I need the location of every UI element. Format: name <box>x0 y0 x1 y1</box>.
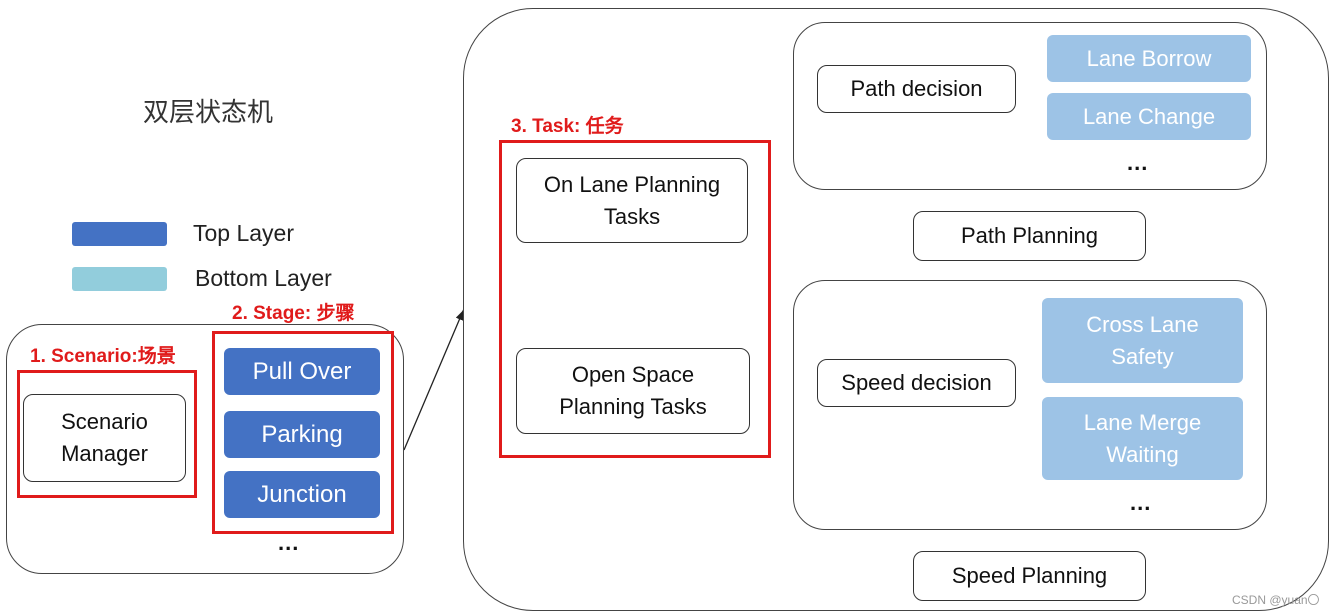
lane-change-node: Lane Change <box>1047 93 1251 140</box>
annotation-stage: 2. Stage: 步骤 <box>232 303 355 324</box>
stage-junction: Junction <box>224 471 380 518</box>
legend-label-bottom-layer: Bottom Layer <box>195 265 332 291</box>
stage-more-ellipsis: ... <box>278 530 300 555</box>
task-highlight-box <box>499 140 771 458</box>
scenario-highlight-box <box>17 370 197 498</box>
stage-highlight-box <box>212 331 394 534</box>
lane-merge-waiting-node: Lane Merge Waiting <box>1042 397 1243 480</box>
speed-decision-more-ellipsis: ... <box>1130 490 1152 515</box>
cross-lane-safety-node: Cross Lane Safety <box>1042 298 1243 383</box>
diagram-title: 双层状态机 <box>143 97 274 127</box>
path-decision-node: Path decision <box>817 65 1016 113</box>
stage-parking: Parking <box>224 411 380 458</box>
speed-decision-node: Speed decision <box>817 359 1016 407</box>
open-space-planning-tasks-node: Open Space Planning Tasks <box>516 348 750 434</box>
annotation-scenario: 1. Scenario:场景 <box>30 346 176 367</box>
path-planning-node: Path Planning <box>913 211 1146 261</box>
scenario-manager-node: Scenario Manager <box>23 394 186 482</box>
lane-borrow-node: Lane Borrow <box>1047 35 1251 82</box>
arrow-scenario-to-tasks <box>403 310 464 451</box>
annotation-task: 3. Task: 任务 <box>511 116 624 137</box>
speed-planning-node: Speed Planning <box>913 551 1146 601</box>
path-decision-more-ellipsis: ... <box>1127 150 1149 175</box>
legend-swatch-bottom-layer <box>72 267 167 291</box>
legend-label-top-layer: Top Layer <box>193 220 295 246</box>
watermark: CSDN @yuan〇 <box>1232 593 1320 607</box>
on-lane-planning-tasks-node: On Lane Planning Tasks <box>516 158 748 243</box>
legend-swatch-top-layer <box>72 222 167 246</box>
stage-pull-over: Pull Over <box>224 348 380 395</box>
